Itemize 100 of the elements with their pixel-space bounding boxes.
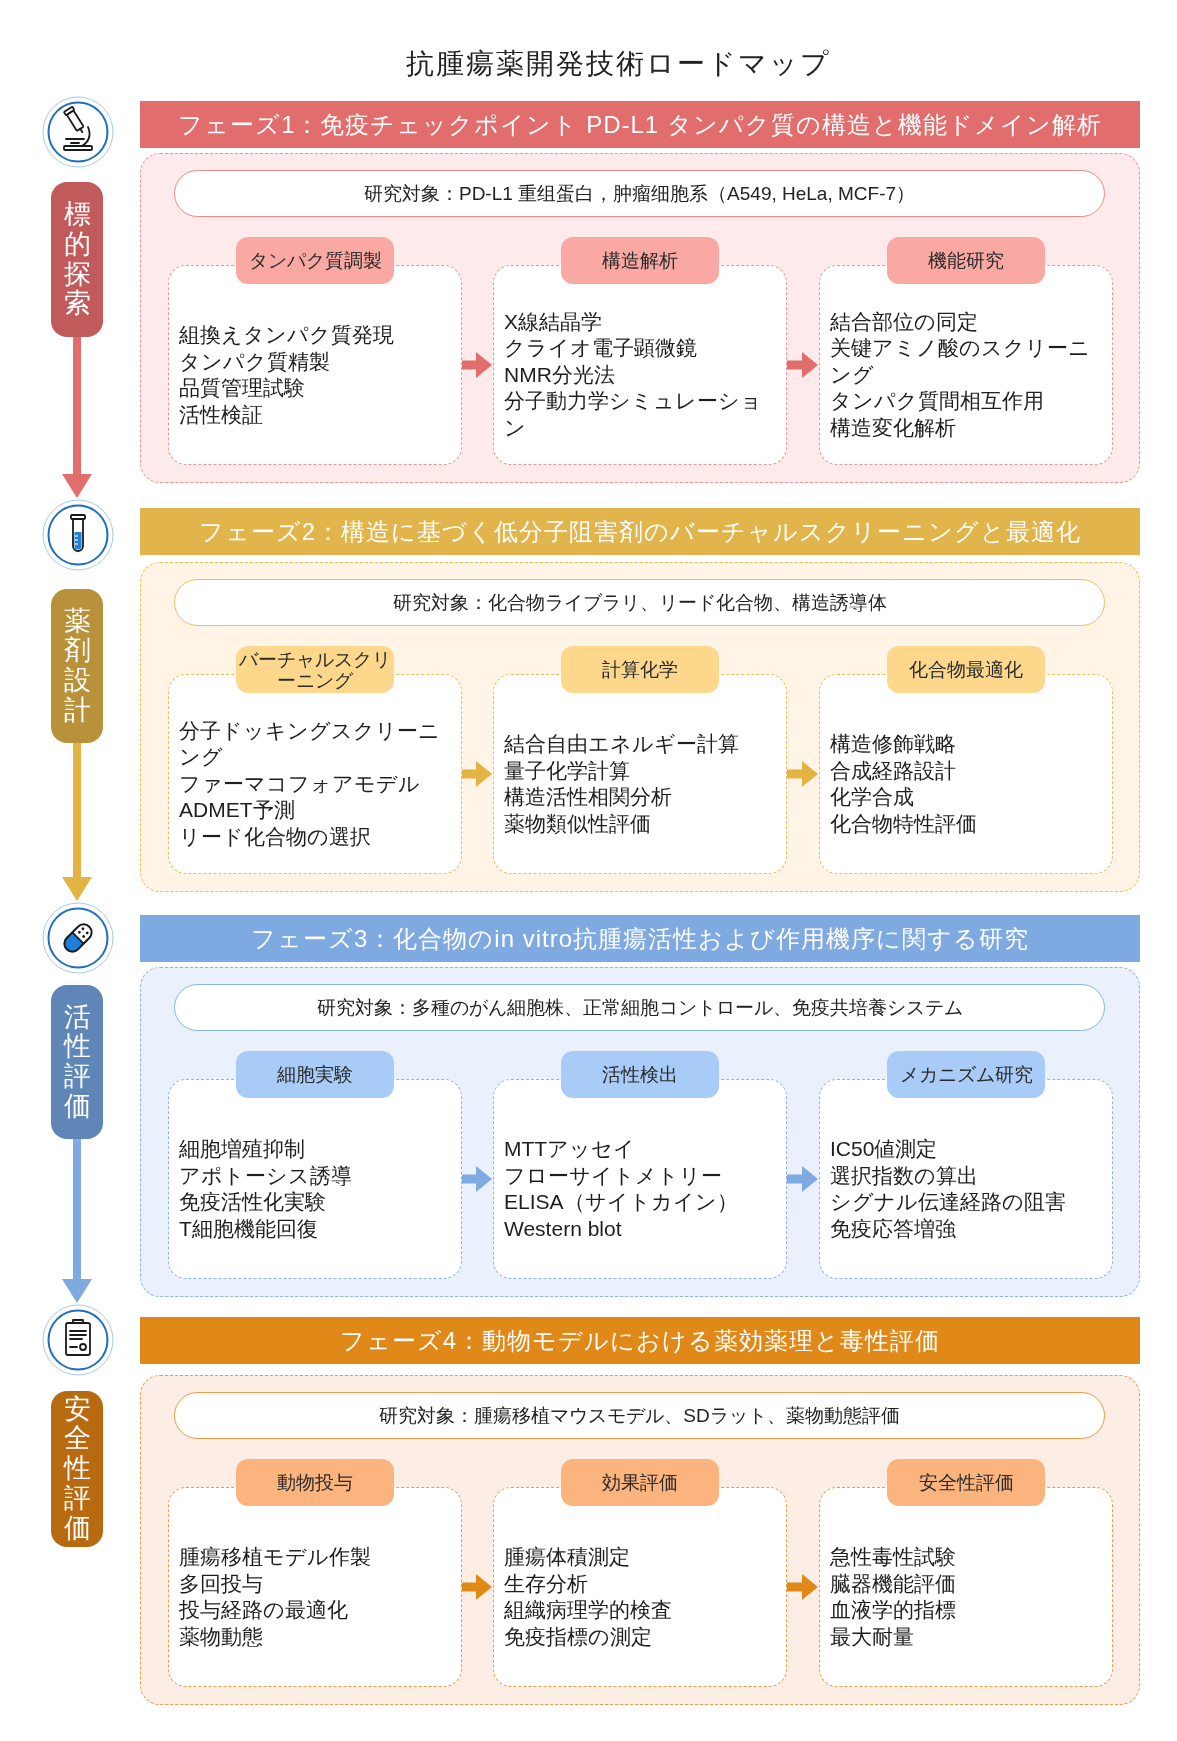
phase-panel bbox=[140, 153, 1140, 483]
arrow bbox=[62, 743, 92, 901]
phase-header bbox=[140, 915, 1140, 962]
phase-panel bbox=[140, 562, 1140, 892]
diagram-title: 抗腫瘍薬開発技術ロードマップ bbox=[405, 47, 831, 81]
stage-pill bbox=[51, 589, 103, 743]
stage-label: 薬剤設計 bbox=[63, 606, 91, 726]
step-item: ELISA（サイトカイン） bbox=[504, 1189, 738, 1215]
arrow bbox=[462, 1574, 492, 1600]
step-item: クライオ電子顕微鏡 bbox=[504, 335, 697, 362]
step-item: 多回投与 bbox=[179, 1570, 263, 1597]
step-item: Western blot bbox=[504, 1215, 622, 1242]
step-item: 活性検証 bbox=[179, 401, 263, 428]
arrow bbox=[62, 337, 92, 498]
step-heading: 化合物最適化 bbox=[887, 646, 1045, 693]
step-item: 最大耐量 bbox=[830, 1623, 914, 1650]
step-item: 急性毒性試験 bbox=[830, 1544, 956, 1570]
step-item: 構造変化解析 bbox=[830, 414, 956, 441]
step-item: ADMET予測 bbox=[179, 797, 295, 824]
step-heading: 計算化学 bbox=[561, 646, 719, 693]
phase-title: フェーズ1：免疫チェックポイント PD-L1 タンパク質の構造と機能ドメイン解析 bbox=[178, 109, 1102, 140]
stage-pill bbox=[51, 182, 103, 337]
step-item: 投与経路の最適化 bbox=[179, 1597, 348, 1623]
step-item: 分子動力学シミュレーション bbox=[504, 388, 763, 441]
step-item: 关键アミノ酸のスクリーニング bbox=[830, 335, 1091, 388]
phase-header bbox=[140, 508, 1140, 555]
step-item: 免疫指標の測定 bbox=[504, 1623, 652, 1650]
step-heading: 効果評価 bbox=[561, 1459, 719, 1506]
arrow bbox=[787, 1574, 818, 1600]
step-item: 化合物特性評価 bbox=[830, 810, 977, 837]
stage-label: 標的探索 bbox=[63, 200, 91, 319]
step-heading: タンパク質調製 bbox=[236, 237, 394, 284]
step-item: アポトーシス誘導 bbox=[179, 1162, 352, 1189]
arrow bbox=[462, 352, 492, 378]
step-item: シグナル伝達経路の阻害 bbox=[830, 1189, 1066, 1215]
step-heading: 安全性評価 bbox=[887, 1459, 1045, 1506]
arrow bbox=[787, 761, 818, 787]
step-item: 薬物動態 bbox=[179, 1623, 263, 1650]
step-item: 化学合成 bbox=[830, 784, 914, 810]
step-item: 腫瘍移植モデル作製 bbox=[179, 1544, 371, 1570]
phase-panel bbox=[140, 967, 1140, 1297]
target-banner bbox=[174, 984, 1105, 1031]
step-heading: メカニズム研究 bbox=[887, 1051, 1045, 1098]
target-text: 研究対象：PD-L1 重组蛋白，肿瘤细胞系（A549, HeLa, MCF-7） bbox=[363, 181, 916, 206]
step-item: タンパク質間相互作用 bbox=[830, 388, 1044, 415]
step-item: 分子ドッキングスクリーニング bbox=[179, 717, 441, 771]
stage-pill bbox=[51, 1391, 103, 1547]
step-heading: バーチャルスクリーニング bbox=[236, 646, 394, 693]
phase-title: フェーズ4：動物モデルにおける薬効薬理と毒性評価 bbox=[339, 1325, 941, 1356]
step-item: 血液学的指標 bbox=[830, 1597, 956, 1623]
step-item: MTTアッセイ bbox=[504, 1136, 636, 1162]
step-item: 臓器機能評価 bbox=[830, 1570, 956, 1597]
step-item: 合成経路設計 bbox=[830, 757, 956, 784]
step-item: 品質管理試験 bbox=[179, 375, 305, 401]
step-item: 腫瘍体積測定 bbox=[504, 1544, 630, 1570]
step-heading: 細胞実験 bbox=[236, 1051, 394, 1098]
arrow bbox=[62, 1139, 92, 1303]
target-text: 研究対象：多種のがん細胞株、正常細胞コントロール、免疫共培養システム bbox=[316, 995, 963, 1020]
arrow bbox=[787, 352, 818, 378]
step-item: 免疫活性化実験 bbox=[179, 1189, 326, 1215]
stage-label: 活性評価 bbox=[63, 1002, 91, 1122]
phase-panel bbox=[140, 1375, 1140, 1705]
step-heading: 動物投与 bbox=[236, 1459, 394, 1506]
step-item: IC50値測定 bbox=[830, 1136, 938, 1162]
step-item: 結合部位の同定 bbox=[830, 308, 978, 335]
step-item: 構造活性相関分析 bbox=[504, 784, 672, 810]
target-banner bbox=[174, 170, 1105, 217]
step-item: 組換えタンパク質発現 bbox=[179, 322, 394, 348]
phase-title: フェーズ3：化合物のin vitro抗腫瘍活性および作用機序に関する研究 bbox=[250, 923, 1029, 954]
step-item: タンパク質精製 bbox=[179, 348, 330, 375]
step-item: X線結晶学 bbox=[504, 308, 602, 335]
phase-header bbox=[140, 101, 1140, 148]
target-text: 研究対象：腫瘍移植マウスモデル、SDラット、薬物動態評価 bbox=[379, 1403, 900, 1428]
step-item: 結合自由エネルギー計算 bbox=[504, 731, 739, 757]
step-item: T細胞機能回復 bbox=[179, 1215, 318, 1242]
arrow bbox=[787, 1166, 818, 1192]
arrow bbox=[462, 761, 492, 787]
step-heading: 機能研究 bbox=[887, 237, 1045, 284]
step-item: 生存分析 bbox=[504, 1570, 588, 1597]
phase-title: フェーズ2：構造に基づく低分子阻害剤のバーチャルスクリーニングと最適化 bbox=[198, 516, 1082, 547]
step-item: 組織病理学的検査 bbox=[504, 1597, 672, 1623]
step-item: リード化合物の選択 bbox=[179, 823, 371, 850]
target-text: 研究対象：化合物ライブラリ、リード化合物、構造誘導体 bbox=[392, 590, 887, 615]
step-item: 免疫応答増強 bbox=[830, 1215, 956, 1242]
step-item: ファーマコフォアモデル bbox=[179, 770, 420, 797]
step-heading: 活性検出 bbox=[561, 1051, 719, 1098]
step-item: 選択指数の算出 bbox=[830, 1162, 978, 1189]
step-item: 薬物類似性評価 bbox=[504, 810, 651, 837]
stage-label: 安全性評価 bbox=[63, 1394, 91, 1544]
target-banner bbox=[174, 1392, 1105, 1439]
step-item: NMR分光法 bbox=[504, 361, 615, 388]
step-heading: 構造解析 bbox=[561, 237, 719, 284]
arrow bbox=[462, 1166, 492, 1192]
step-item: 細胞増殖抑制 bbox=[179, 1136, 305, 1162]
target-banner bbox=[174, 579, 1105, 626]
step-item: 構造修飾戦略 bbox=[830, 731, 956, 757]
step-item: 量子化学計算 bbox=[504, 757, 630, 784]
stage-pill bbox=[51, 985, 103, 1139]
phase-header bbox=[140, 1317, 1140, 1364]
step-item: フローサイトメトリー bbox=[504, 1162, 722, 1189]
